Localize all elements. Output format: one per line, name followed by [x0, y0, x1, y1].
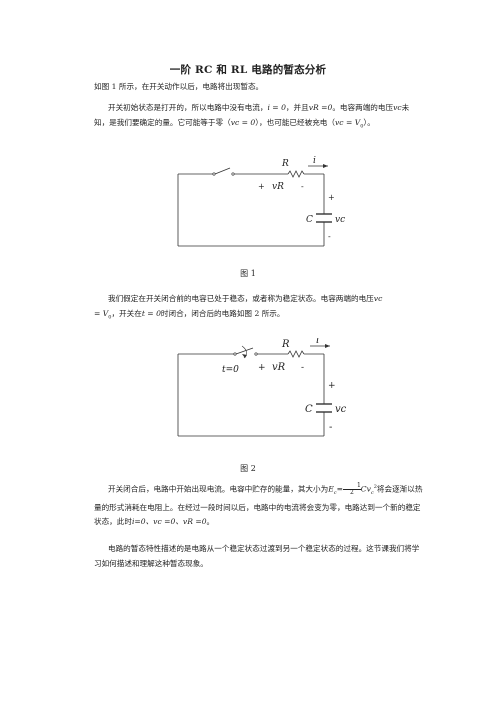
close-text-3: 时闭合，闭合后的电路如图 2 所示。	[160, 308, 285, 318]
fig2-t0-label: t=0	[222, 365, 239, 375]
current-arrow-head	[323, 164, 328, 168]
fig2-vc-label: vc	[335, 404, 347, 415]
fig1-R-label: R	[281, 159, 289, 169]
open-text-3: 。电容两端的电压	[332, 103, 394, 112]
fraction-numerator: 1	[342, 483, 361, 491]
intro-text: 如图 1 所示，在开关动作以后，电路将出现暂态。	[94, 82, 264, 91]
fig2-vR-label: vR	[272, 362, 286, 373]
figure-1-caption: 图 1	[240, 269, 256, 278]
fig2-i-label: i	[316, 338, 319, 346]
fig2-switch-contact-left	[233, 352, 237, 356]
fig2-minus-resistor: -	[301, 363, 304, 373]
fig2-current-arrow-head	[325, 344, 330, 348]
intro-paragraph: 如图 1 所示，在开关动作以后，电路将出现暂态。	[94, 80, 424, 95]
close-v0-equation: = V	[94, 308, 109, 318]
energy-text-1: 开关闭合后，电路中开始出现电流。电容中贮存的能量，其大小为	[108, 484, 329, 494]
fraction-denominator: 2	[349, 489, 354, 497]
energy-text-3: 。	[206, 517, 215, 527]
page-title: 一阶 RC 和 RL 电路的暂态分析	[169, 64, 327, 76]
fig1-plus-capacitor: +	[328, 193, 335, 202]
energy-subscript: c	[333, 490, 337, 497]
open-text-4: 未知，是我们要确定的量。它可能等于零（	[94, 103, 410, 127]
fig2-R-label: R	[281, 339, 290, 350]
open-text-6: ）。	[363, 117, 375, 127]
open-text-1: 开关初始状态是打开的，所以电路中没有电流，	[108, 103, 268, 112]
figure-2-circuit: R i t=0 + vR - + C vc -	[177, 338, 347, 437]
close-text-1: 我们假定在开关闭合前的电容已处于稳态，或者称为稳定状态。电容两端的电压	[108, 294, 374, 303]
fig1-i-label: i	[313, 156, 316, 166]
close-text-2: ，开关在	[111, 308, 142, 318]
vc-symbol: vc	[393, 103, 402, 112]
fig2-C-label: C	[305, 404, 313, 415]
open-switch-paragraph: 开关初始状态是打开的，所以电路中没有电流，i = 0，并且vR =0。电容两端的…	[94, 101, 424, 134]
v0-subscript: 0	[360, 123, 364, 130]
closing-paragraph: 我们假定在开关闭合前的电容已处于稳态，或者称为稳定状态。电容两端的电压vc = V…	[94, 292, 424, 325]
fig2-plus-resistor: +	[258, 363, 266, 373]
fig1-vc-label: vc	[335, 215, 345, 225]
cv-term: Cv	[360, 484, 371, 494]
open-text-5: ），也可能已经被充电（	[255, 117, 335, 127]
open-text-2: ，并且	[285, 103, 309, 112]
figure-1-circuit: R i + vR - + C vc -	[177, 156, 345, 247]
switch-contact-left	[212, 172, 216, 176]
fig1-vR-label: vR	[272, 182, 284, 192]
switch-closing-arrow-head	[242, 354, 247, 358]
fig1-minus-capacitor: -	[328, 232, 331, 241]
fig2-plus-capacitor: +	[328, 381, 336, 391]
fig1-minus-resistor: -	[301, 182, 304, 191]
close-v0-subscript: 0	[108, 314, 112, 321]
cv-subscript: c	[370, 490, 374, 497]
summary-paragraph: 电路的暂态特性描述的是电路从一个稳定状态过渡到另一个稳定状态的过程。这节课我们将…	[94, 544, 420, 568]
vc-zero-equation: vc = 0	[230, 117, 256, 127]
figure-2-caption: 图 2	[240, 464, 256, 473]
fig2-minus-capacitor: -	[329, 422, 332, 433]
switch-contact-right	[231, 172, 235, 176]
cv-superscript: 2	[373, 484, 377, 490]
fig2-switch-contact-right	[254, 352, 258, 356]
close-vc-symbol: vc	[373, 294, 383, 303]
fig1-C-label: C	[306, 215, 313, 225]
i-equation: i = 0	[267, 103, 286, 112]
vc-v0-equation: vc = V	[335, 117, 361, 127]
t-equation: t = 0	[141, 308, 161, 318]
energy-text-2: 将会逐渐以热量的形式消耗在电阻上。在经过一段时间以后，电路中的电流将会变为零，电…	[94, 484, 423, 527]
energy-equals: =	[336, 484, 343, 494]
final-state-equations: i=0、vc =0、vR =0	[131, 517, 207, 527]
vr-equation: vR =0	[308, 103, 333, 112]
fig1-plus-resistor: +	[258, 182, 265, 191]
energy-symbol: E	[328, 484, 334, 494]
